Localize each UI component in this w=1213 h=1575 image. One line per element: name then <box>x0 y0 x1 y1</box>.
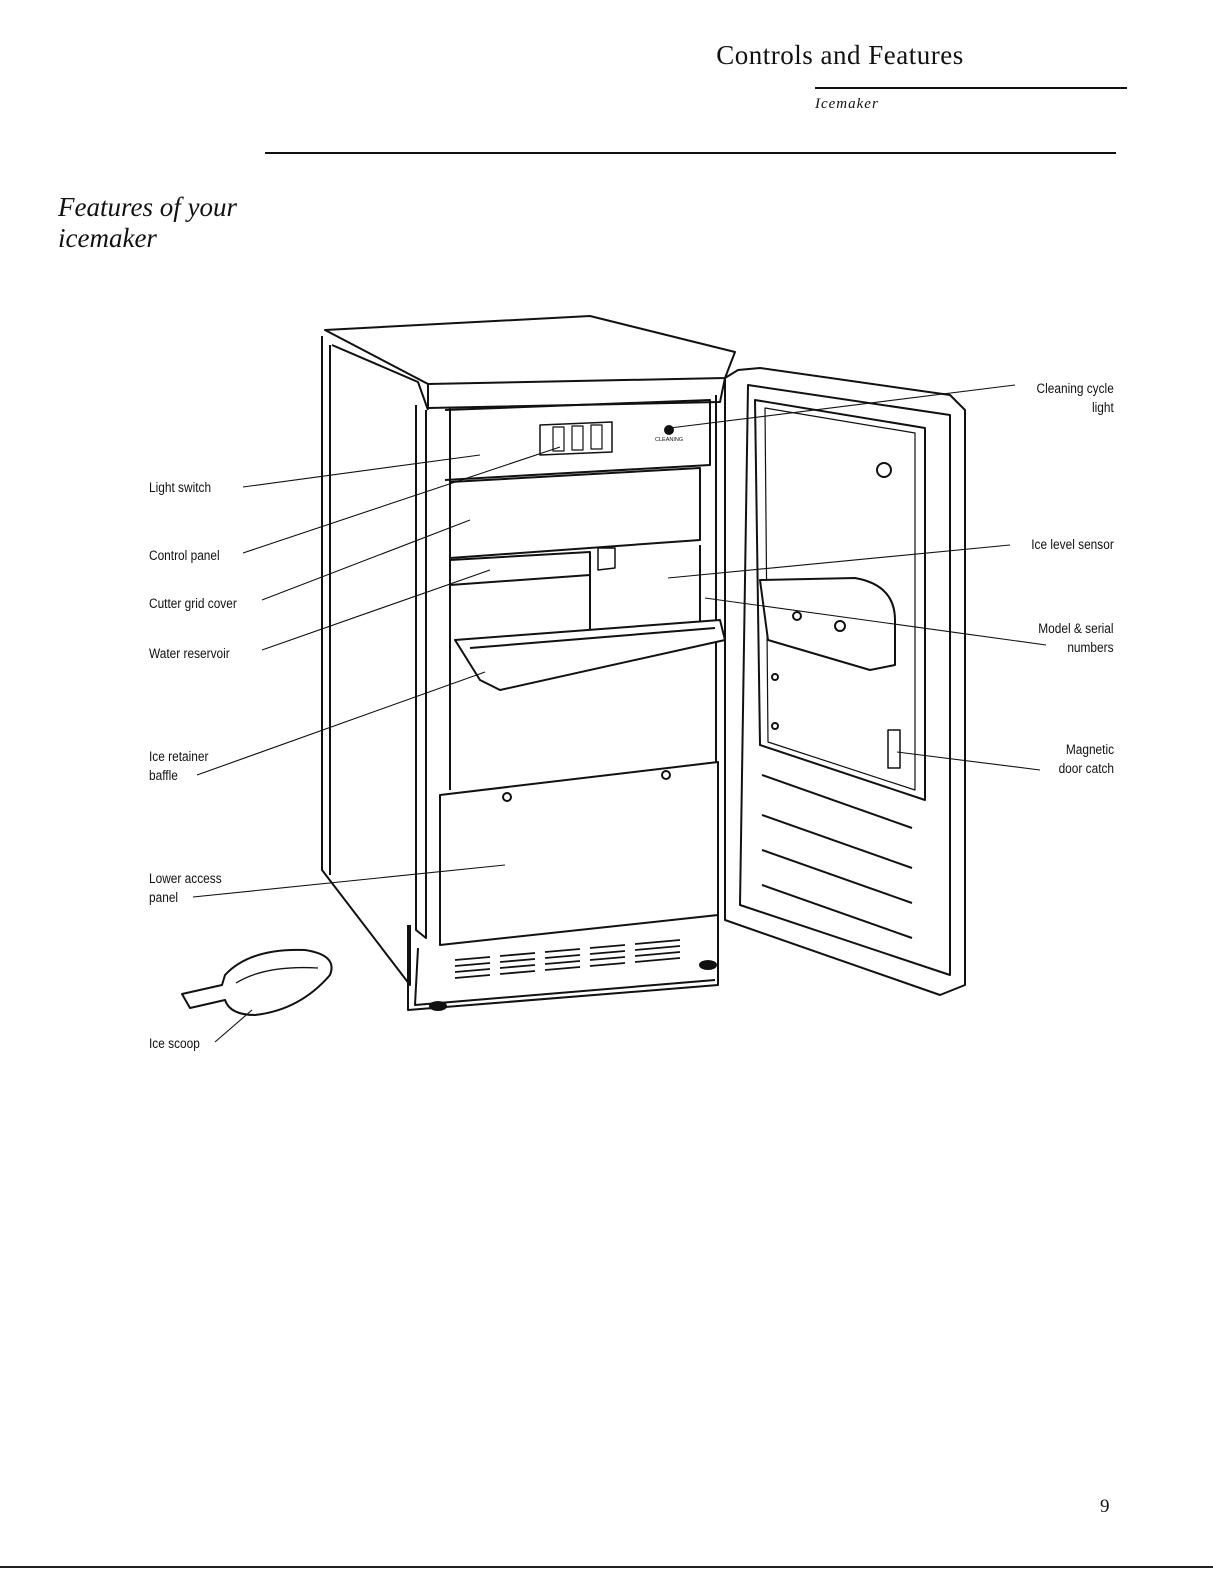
callout-control-panel: Control panel <box>149 546 220 565</box>
callout-light-switch: Light switch <box>149 478 211 497</box>
callout-ice-scoop: Ice scoop <box>149 1034 200 1053</box>
callout-ice-retainer-baffle: Ice retainer baffle <box>149 747 208 785</box>
callout-ice-level-sensor: Ice level sensor <box>1031 535 1114 554</box>
panel-cleaning-text: CLEANING <box>655 437 683 443</box>
callout-cutter-grid-cover: Cutter grid cover <box>149 594 237 613</box>
callout-model-serial-numbers: Model & serial numbers <box>1039 619 1114 657</box>
callout-cleaning-cycle-light: Cleaning cycle light <box>1037 379 1114 417</box>
page-bottom-rule <box>0 1566 1213 1568</box>
page-number: 9 <box>1100 1496 1110 1518</box>
callout-magnetic-door-catch: Magnetic door catch <box>1059 740 1114 778</box>
callout-lower-access-panel: Lower access panel <box>149 869 222 907</box>
callout-water-reservoir: Water reservoir <box>149 644 230 663</box>
